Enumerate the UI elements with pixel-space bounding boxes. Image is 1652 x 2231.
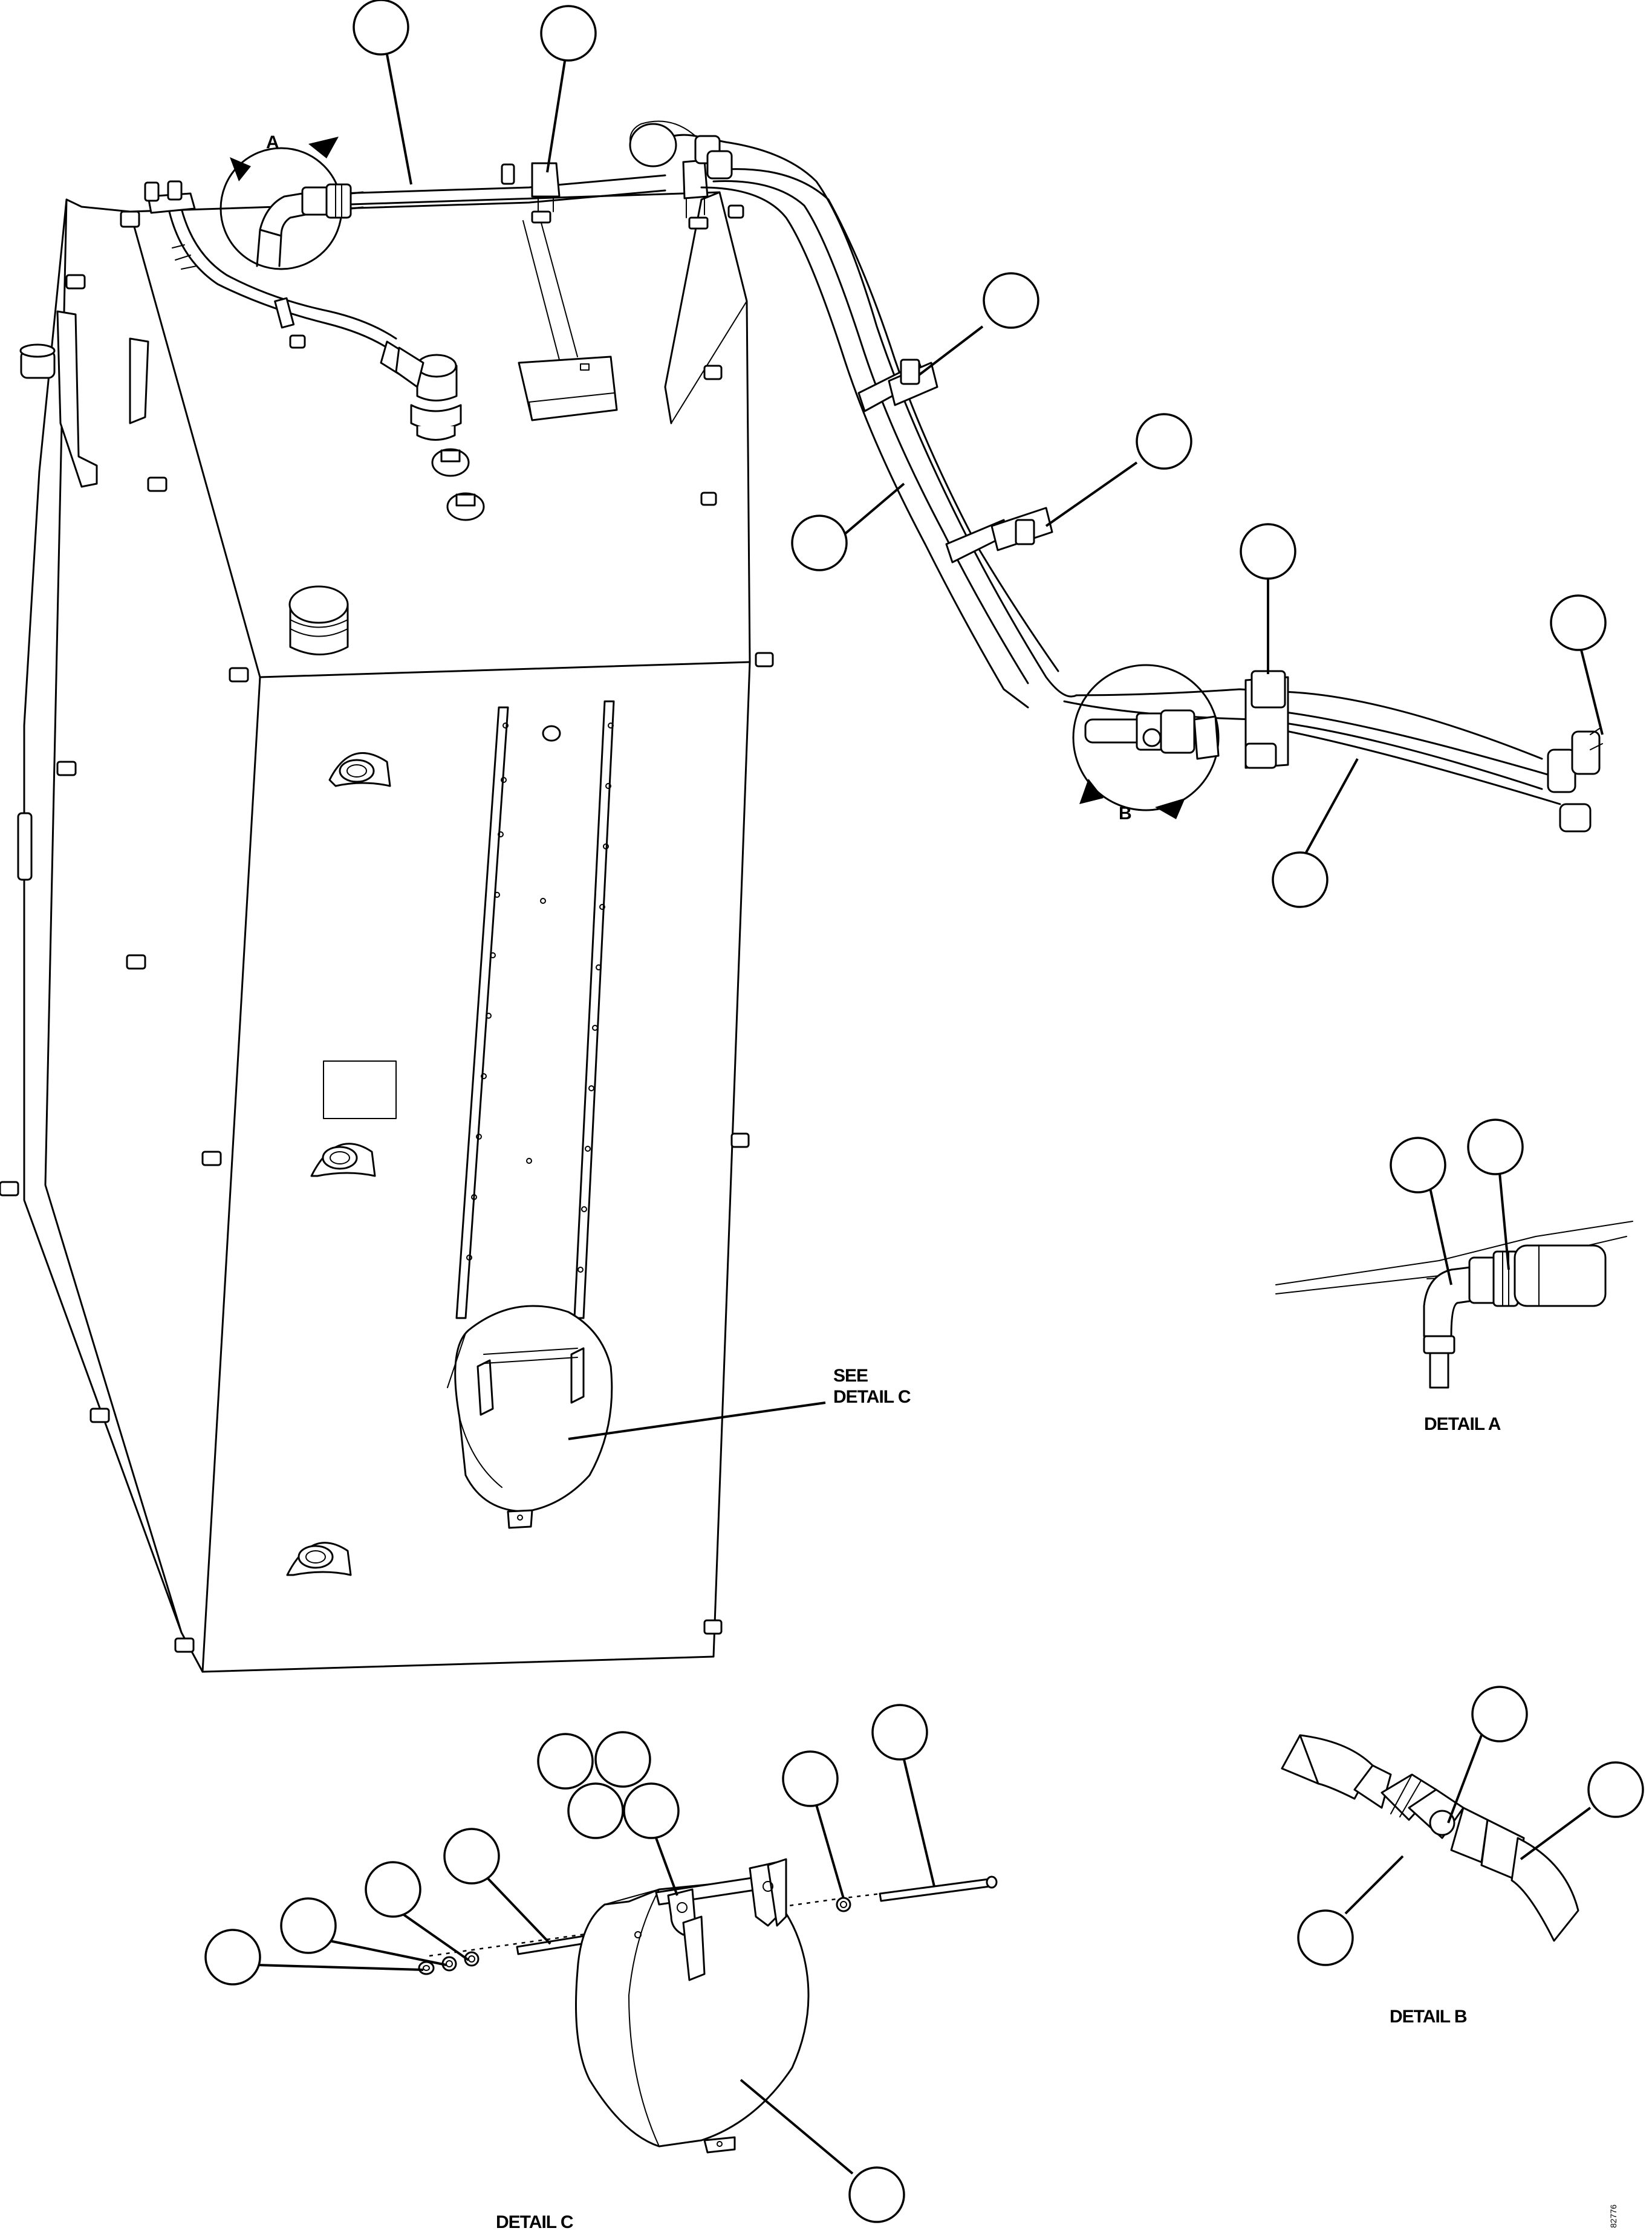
item-balloon [1587, 1761, 1644, 1818]
access-cover [575, 1858, 810, 2154]
item-balloon [1467, 1119, 1524, 1175]
item-balloon [623, 1782, 680, 1839]
breather-icon [410, 354, 462, 441]
detail-b-view-circle: B [1072, 664, 1220, 823]
filler-cap-icon [288, 585, 349, 655]
main-view-balloons [353, 0, 1607, 908]
see-detail-c-note: SEE DETAIL C [568, 1366, 911, 1440]
item-balloon [983, 272, 1039, 329]
item-balloon [537, 1733, 594, 1790]
item-balloon [1136, 413, 1192, 470]
item-balloon [1272, 851, 1328, 908]
detail-c: DETAIL C [204, 1704, 998, 2231]
detail-c-title: DETAIL C [496, 2212, 573, 2231]
item-balloon [1240, 523, 1296, 580]
item-balloon [567, 1782, 624, 1839]
suction-hose [120, 180, 424, 388]
drain-plug-icon [431, 448, 485, 521]
return-hoses [629, 120, 1603, 833]
bolt-icon [879, 1875, 998, 1902]
item-balloon [1550, 594, 1607, 651]
see-label: SEE [833, 1366, 868, 1386]
item-balloon [1471, 1686, 1528, 1742]
detail-a-view-circle: A [220, 132, 364, 270]
washer-icon [836, 1897, 851, 1912]
item-balloon [1390, 1137, 1446, 1193]
detail-b: DETAIL B [1281, 1686, 1644, 2027]
item-balloon [791, 515, 848, 571]
sight-gauge-icon [310, 1143, 376, 1177]
view-label-a: A [266, 132, 279, 152]
detail-a-title: DETAIL A [1424, 1414, 1501, 1434]
nut-icon [418, 1961, 435, 1975]
junction-box-icon [518, 356, 618, 421]
pressure-line [337, 159, 709, 230]
hydraulic-tank [0, 191, 774, 1673]
detail-c-ref-label: DETAIL C [833, 1387, 911, 1407]
item-balloon [594, 1731, 651, 1788]
sight-gauge-icon [328, 752, 391, 787]
figure-id: 82776 [1608, 2204, 1618, 2228]
item-balloon [204, 1929, 261, 1986]
item-balloon [353, 0, 409, 56]
item-balloon [871, 1704, 928, 1761]
detail-b-title: DETAIL B [1390, 2007, 1467, 2027]
item-balloon [848, 2166, 905, 2223]
item-balloon [365, 1861, 421, 1918]
item-balloon [280, 1897, 337, 1954]
item-balloon [1297, 1909, 1354, 1966]
cover-on-tank [447, 1305, 613, 1529]
view-label-b: B [1119, 804, 1131, 823]
item-balloon [540, 5, 597, 62]
item-balloon [443, 1828, 500, 1885]
sight-gauge-icon [286, 1542, 352, 1576]
item-balloon [782, 1750, 839, 1807]
detail-a: DETAIL A [1275, 1119, 1633, 1434]
